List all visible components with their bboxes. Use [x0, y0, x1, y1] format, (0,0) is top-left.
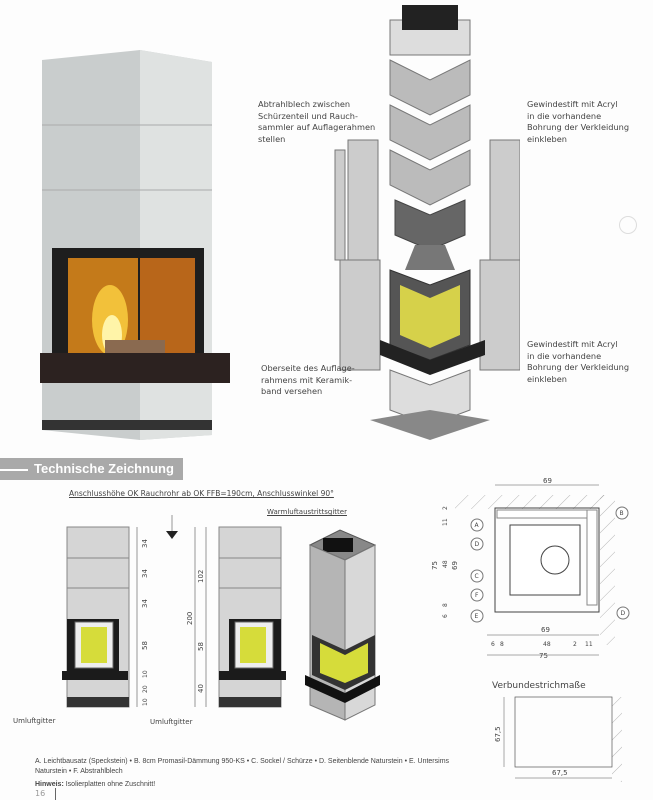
plan-left-seg-1: 2: [442, 506, 449, 510]
isometric-view: [305, 529, 380, 721]
fireplace-photo: [40, 50, 230, 440]
plan-seg-5: 11: [585, 641, 593, 648]
plan-top-width: 69: [543, 477, 552, 485]
page-number: 16: [35, 789, 46, 798]
dim-front-6: 20: [142, 685, 149, 693]
plan-seg-2: 8: [500, 641, 504, 648]
plan-left-seg-5: 6: [442, 614, 449, 618]
plan-left-seg-2: 11: [442, 518, 449, 526]
legend-items: A. Leichtbausatz (Speckstein) • B. 8cm P…: [35, 758, 450, 775]
verbund-height: 67,5: [494, 726, 502, 742]
marker-c: C: [475, 573, 479, 580]
plan-seg-1: 6: [491, 641, 495, 648]
note-radiation-plate: Abtrahlblech zwischen Schürzenteil und R…: [258, 99, 376, 144]
plan-left-seg-4: 8: [442, 603, 449, 607]
legend: A. Leichtbausatz (Speckstein) • B. 8cm P…: [35, 757, 475, 790]
marker-b: B: [620, 510, 624, 517]
elevation-drawings: 34 34 34 58 10 20 10 200 102 58 40: [62, 515, 380, 721]
verbund-width: 67,5: [552, 769, 568, 777]
plan-left-inner: 69: [451, 561, 459, 570]
circulation-grille-label-right: Umluftgitter: [150, 718, 193, 726]
side-elevation: [218, 526, 286, 708]
exploded-assembly-drawing: [334, 5, 520, 440]
front-elevation: [62, 526, 138, 708]
dim-side-upper: 102: [197, 570, 205, 583]
section-title: Technische Zeichnung: [34, 461, 174, 476]
dim-front-5: 10: [142, 670, 149, 678]
hint-label: Hinweis:: [35, 781, 64, 788]
dim-front-1: 34: [141, 539, 149, 548]
dim-front-3: 34: [141, 599, 149, 608]
section-header: Technische Zeichnung: [0, 458, 183, 480]
note-support-frame: Oberseite des Auflage- rahmens mit Keram…: [261, 363, 355, 396]
plan-left-total: 75: [431, 561, 439, 570]
plan-bottom-inner: 69: [541, 626, 550, 634]
verbund-title: Verbundestrichmaße: [492, 681, 586, 691]
plan-bottom-total: 75: [539, 652, 548, 660]
header-dash: [0, 468, 28, 471]
dim-side-lower: 40: [197, 684, 205, 693]
plan-left-seg-3: 48: [442, 560, 449, 568]
marker-d-left: D: [475, 541, 480, 548]
note-threaded-pin-bottom: Gewindestift mit Acryl in die vorhandene…: [527, 339, 630, 384]
dim-side-middle: 58: [197, 642, 205, 651]
punch-hole: [619, 216, 637, 234]
level-marker-icon: [166, 531, 178, 539]
floor-plan-drawing: 69 69 6 8 48 2 11 75 75 69 2 11 48 8 6 A…: [431, 477, 630, 660]
dim-front-7: 10: [142, 698, 149, 706]
note-threaded-pin-top: Gewindestift mit Acryl in die vorhandene…: [527, 99, 630, 144]
connection-height-note: Anschlusshöhe OK Rauchrohr ab OK FFB=190…: [69, 489, 334, 498]
plan-seg-3: 48: [543, 641, 551, 648]
marker-a: A: [475, 522, 480, 529]
screed-dimensions-drawing: 67,5 67,5: [494, 696, 622, 782]
dim-front-2: 34: [141, 569, 149, 578]
warm-air-grille-label: Warmluftaustrittsgitter: [267, 508, 347, 516]
dim-side-total: 200: [186, 612, 194, 625]
circulation-grille-label-left: Umluftgitter: [13, 717, 56, 725]
page-number-rule: [55, 788, 56, 800]
plan-seg-4: 2: [573, 641, 577, 648]
marker-d-right: D: [621, 610, 626, 617]
dim-front-4: 58: [141, 641, 149, 650]
marker-e: E: [475, 613, 479, 620]
hint-text: Isolierplatten ohne Zuschnitt!: [63, 781, 156, 788]
marker-f: F: [475, 592, 479, 599]
